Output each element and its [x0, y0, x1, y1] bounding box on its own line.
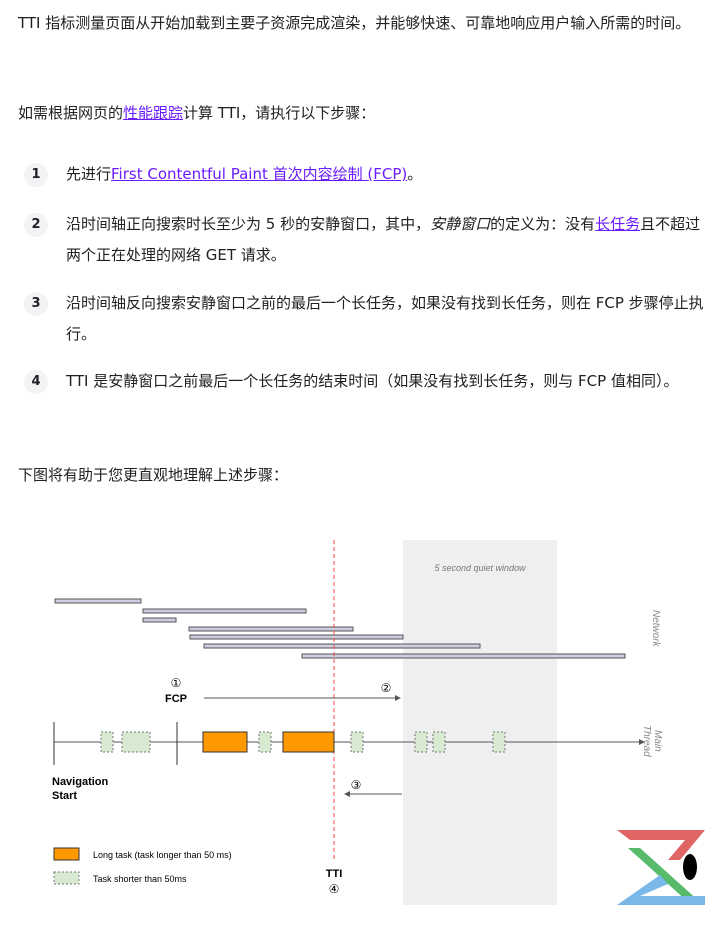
step-3: 3 沿时间轴反向搜索安静窗口之前的最后一个长任务，如果没有找到长任务，则在 FCP…: [24, 288, 704, 350]
network-request-bar: [189, 634, 404, 640]
short-task: [100, 731, 114, 753]
step-4: 4 TTI 是安静窗口之前最后一个长任务的结束时间（如果没有找到长任务，则与 FC…: [24, 366, 704, 397]
short-task: [492, 731, 506, 753]
step2-marker: ②: [381, 681, 392, 695]
intro-paragraph: TTI 指标测量页面从开始加载到主要子资源完成渲染，并能够快速、可靠地响应用户输…: [18, 14, 691, 32]
step-1: 1 先进行First Contentful Paint 首次内容绘制 (FCP)。: [24, 159, 704, 190]
step-2: 2 沿时间轴正向搜索时长至少为 5 秒的安静窗口，其中，安静窗口的定义为：没有长任…: [24, 209, 704, 271]
short-task: [258, 731, 272, 753]
network-request-bar: [188, 626, 354, 632]
emphasis: 安静窗口: [430, 215, 491, 233]
step-number: 2: [24, 213, 48, 237]
legend-short-label: Task shorter than 50ms: [93, 874, 187, 884]
steps-intro: 如需根据网页的性能跟踪计算 TTI，请执行以下步骤：: [18, 98, 703, 129]
step1-marker: ①: [171, 676, 182, 690]
long-task: [282, 731, 335, 753]
step3-marker: ③: [351, 778, 362, 792]
long-task: [202, 731, 248, 753]
tti-label: TTI: [326, 868, 343, 880]
step4-marker: ④: [329, 882, 340, 896]
navigation-start-label: Navigation: [52, 776, 109, 788]
text: TTI 是安静窗口之前最后一个长任务的结束时间（如果没有找到长任务，则与 FCP…: [66, 372, 679, 390]
legend-long-swatch: [53, 847, 80, 861]
network-request-bar: [301, 653, 626, 659]
text: 先进行: [66, 165, 112, 183]
text: 。: [407, 165, 423, 183]
network-request-bar: [142, 617, 177, 623]
network-request-bar: [54, 598, 142, 604]
text: 的定义为：没有: [490, 215, 596, 233]
fcp-label: FCP: [165, 693, 187, 705]
diagram-intro: 下图将有助于您更直观地理解上述步骤：: [18, 466, 289, 484]
text: 计算 TTI，请执行以下步骤：: [183, 104, 376, 122]
main-thread-label-1: Main: [652, 730, 663, 752]
quiet-window: [403, 540, 557, 905]
short-task: [350, 731, 364, 753]
text: 如需根据网页的: [18, 104, 124, 122]
navigation-start-label-2: Start: [52, 790, 77, 802]
quiet-window-label: 5 second quiet window: [434, 563, 526, 573]
network-request-bar: [203, 643, 481, 649]
legend-long-label: Long task (task longer than 50 ms): [93, 850, 232, 860]
network-request-bar: [142, 608, 307, 614]
watermark-logo-icon: [617, 830, 705, 905]
performance-trace-link[interactable]: 性能跟踪: [123, 104, 184, 122]
long-task-link[interactable]: 长任务: [595, 215, 641, 233]
main-thread-tasks: [100, 731, 506, 753]
text: 沿时间轴反向搜索安静窗口之前的最后一个长任务，如果没有找到长任务，则在 FCP …: [66, 294, 704, 343]
text: 且不超过两个正在处理的网络 GET 请求。: [66, 215, 701, 264]
short-task: [414, 731, 428, 753]
short-task: [121, 731, 151, 753]
step-number: 4: [24, 370, 48, 394]
main-thread-label-2: Thread: [641, 725, 652, 757]
legend-short-swatch: [53, 871, 80, 885]
short-task: [432, 731, 446, 753]
network-label: Network: [650, 610, 661, 648]
network-requests: [54, 598, 626, 659]
text: 沿时间轴正向搜索时长至少为 5 秒的安静窗口，其中，: [66, 215, 431, 233]
fcp-link[interactable]: First Contentful Paint 首次内容绘制 (FCP): [111, 165, 408, 183]
step-number: 1: [24, 163, 48, 187]
step-number: 3: [24, 292, 48, 316]
